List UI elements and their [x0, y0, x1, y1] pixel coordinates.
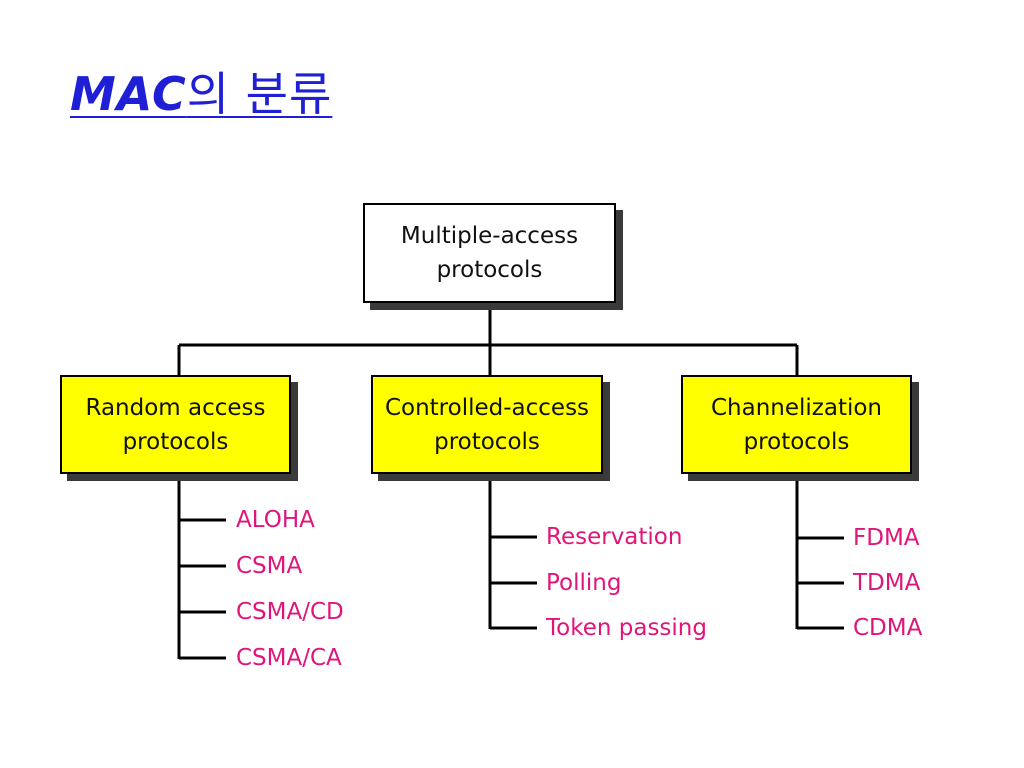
item-polling: Polling	[546, 570, 622, 596]
item-token-passing: Token passing	[546, 615, 707, 641]
category-random-access: Random access protocols	[60, 375, 291, 474]
root-node: Multiple-access protocols	[363, 203, 616, 303]
item-aloha: ALOHA	[236, 507, 315, 533]
slide-title-suffix: 의 분류	[186, 67, 333, 121]
slide-title-mac: MAC	[70, 67, 187, 121]
item-csma-ca: CSMA/CA	[236, 645, 342, 671]
item-fdma: FDMA	[853, 525, 920, 551]
category-controlled-access: Controlled-access protocols	[371, 375, 603, 474]
item-csma: CSMA	[236, 553, 303, 579]
category-channelization: Channelization protocols	[681, 375, 912, 474]
item-cdma: CDMA	[853, 615, 923, 641]
item-csma-cd: CSMA/CD	[236, 599, 344, 625]
item-reservation: Reservation	[546, 524, 683, 550]
item-tdma: TDMA	[853, 570, 921, 596]
slide-title: MAC의 분류	[70, 58, 332, 124]
